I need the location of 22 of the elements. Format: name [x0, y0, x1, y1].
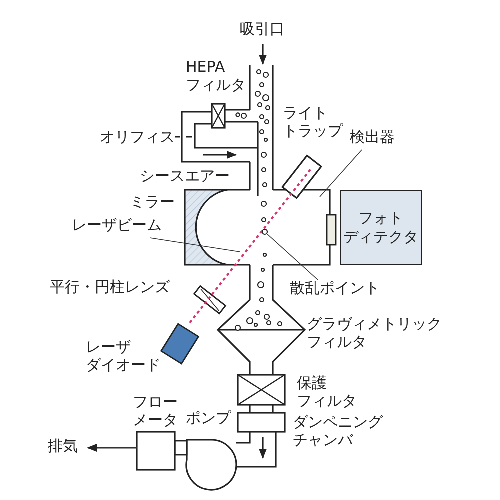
- part-label: レーザビーム: [72, 216, 162, 234]
- part-label: レーザダイオード: [86, 338, 161, 375]
- leader-line: [266, 232, 318, 280]
- part-label: オリフィス: [100, 128, 175, 146]
- part-label: グラヴィメトリックフィルタ: [307, 315, 442, 352]
- part-label: 検出器: [350, 128, 395, 146]
- arrow: [87, 444, 137, 452]
- part-label: ダンペニングチャンバ: [293, 413, 383, 450]
- part-label: ライトトラップ: [283, 104, 343, 141]
- leader-line: [320, 150, 362, 198]
- part-label: シースエアー: [140, 167, 230, 186]
- part-label: ポンプ: [186, 409, 231, 428]
- photodetector-box: フォトディテクタ: [340, 190, 422, 265]
- part-label: フローメータ: [133, 393, 178, 430]
- part-label: 吸引口: [240, 20, 285, 38]
- part-label: ミラー: [130, 193, 175, 212]
- exhaust-label: 排気: [48, 437, 78, 456]
- part-label: 保護フィルタ: [297, 374, 357, 411]
- part-label: HEPAフィルタ: [186, 58, 246, 95]
- part-label: 平行・円柱レンズ: [50, 278, 170, 296]
- leader-line: [150, 238, 240, 252]
- part-label: 散乱ポイント: [290, 279, 380, 298]
